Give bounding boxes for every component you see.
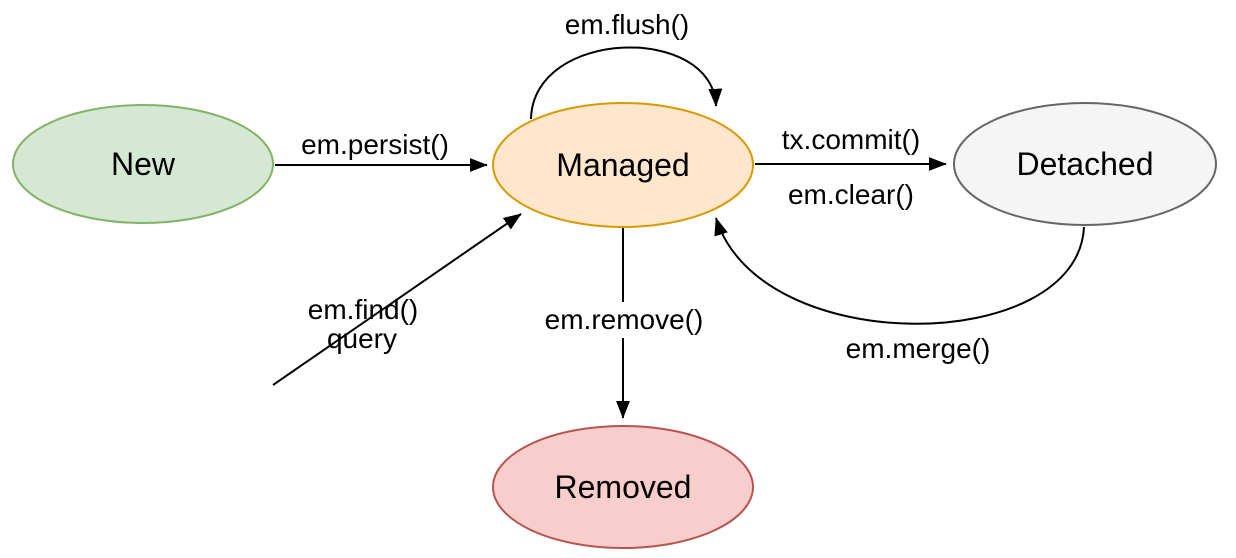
managed-label: Managed	[556, 147, 689, 183]
removed-label: Removed	[555, 469, 692, 505]
edge-find: em.find() query	[272, 213, 522, 386]
find-arrow	[272, 213, 522, 386]
edge-merge: em.merge()	[714, 217, 1085, 364]
remove-label-background	[540, 302, 708, 338]
merge-label: em.merge()	[846, 333, 991, 364]
merge-arrow	[714, 217, 1085, 325]
removed-ellipse	[492, 425, 754, 549]
commit-label: tx.commit()	[782, 124, 920, 155]
state-node-new: New	[12, 104, 274, 224]
edge-flush: em.flush()	[530, 9, 723, 120]
state-node-detached: Detached	[953, 102, 1217, 226]
flush-arrow	[530, 46, 723, 120]
detached-label: Detached	[1017, 146, 1154, 182]
find-query-label: query	[327, 323, 397, 354]
find-label: em.find()	[308, 294, 418, 325]
remove-label: em.remove()	[545, 304, 704, 335]
clear-label: em.clear()	[788, 179, 914, 210]
flush-label: em.flush()	[565, 9, 689, 40]
state-node-managed: Managed	[492, 102, 754, 228]
edge-persist: em.persist()	[275, 129, 488, 172]
edge-commit-clear: tx.commit() em.clear()	[755, 124, 947, 210]
edge-remove: em.remove()	[540, 228, 708, 419]
detached-ellipse	[953, 102, 1217, 226]
state-node-removed: Removed	[492, 425, 754, 549]
managed-ellipse	[492, 102, 754, 228]
new-ellipse	[12, 104, 274, 224]
persist-label: em.persist()	[301, 129, 449, 160]
new-label: New	[111, 146, 176, 182]
